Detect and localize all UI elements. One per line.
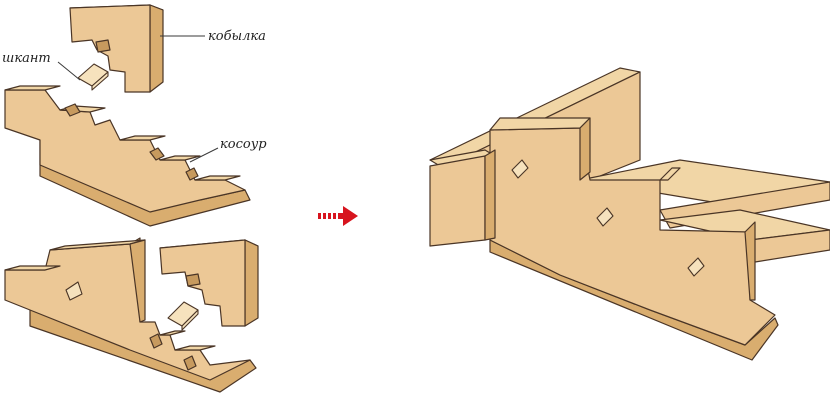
assembled-staircase xyxy=(429,67,830,361)
dowel-top xyxy=(77,63,109,87)
label-shkant: шкант xyxy=(2,51,51,66)
leader-shkant xyxy=(57,61,81,81)
stringer-top xyxy=(4,85,251,227)
label-kobylka: кобылка xyxy=(208,29,266,44)
label-kosour: косоур xyxy=(220,137,267,152)
dowel-assembled-2 xyxy=(596,207,614,227)
dowel-top-end xyxy=(91,71,109,91)
leader-kosour xyxy=(189,147,219,163)
dowel-assembled-1 xyxy=(511,159,529,179)
step-block-top xyxy=(69,4,164,93)
step-block-bottom xyxy=(159,239,259,327)
partial-assembly-bottom xyxy=(4,237,259,393)
dowel-assembled-3 xyxy=(687,257,705,277)
exploded-assembly-top: шкант кобылка косоур xyxy=(2,4,267,227)
arrow-right-icon xyxy=(318,206,358,226)
